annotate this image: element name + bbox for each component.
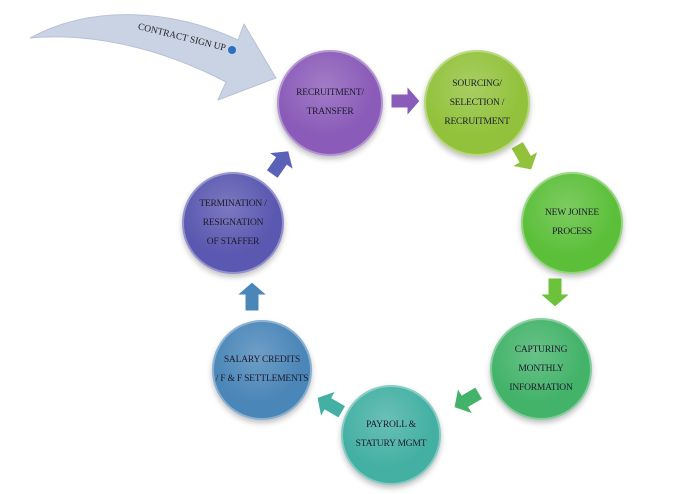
contract-sign-up-arrow <box>29 14 277 101</box>
step-capturing-monthly-info: CAPTURING MONTHLY INFORMATION <box>490 318 592 420</box>
step-recruitment-transfer: RECRUITMENT/ TRANSFER <box>277 50 383 156</box>
step-payroll-statutory: PAYROLL & STATURY MGMT <box>341 385 441 485</box>
step-sourcing-selection: SOURCING/ SELECTION / RECRUITMENT <box>424 50 530 156</box>
step-label: TERMINATION / RESIGNATION OF STAFFER <box>199 198 267 247</box>
contract-dot <box>228 46 236 54</box>
step-label: SOURCING/ SELECTION / RECRUITMENT <box>444 78 510 127</box>
flow-arrow-icon <box>510 140 539 171</box>
flow-arrow-icon <box>316 390 347 419</box>
step-label: SALARY CREDITS / F & F SETTLEMENTS <box>215 355 309 384</box>
flow-arrow-icon <box>453 386 484 415</box>
flow-arrow-icon <box>235 281 269 312</box>
step-label: NEW JOINEE PROCESS <box>544 208 600 237</box>
step-new-joinee-process: NEW JOINEE PROCESS <box>521 172 623 274</box>
step-termination-resignation: TERMINATION / RESIGNATION OF STAFFER <box>182 172 284 274</box>
flow-arrow-icon <box>538 277 572 308</box>
step-label: RECRUITMENT/ TRANSFER <box>296 88 364 117</box>
step-label: PAYROLL & STATURY MGMT <box>355 420 427 449</box>
flow-arrow-icon <box>265 150 295 180</box>
step-label: CAPTURING MONTHLY INFORMATION <box>509 344 573 393</box>
flow-arrow-icon <box>390 84 421 118</box>
step-salary-credits: SALARY CREDITS / F & F SETTLEMENTS <box>212 320 312 420</box>
